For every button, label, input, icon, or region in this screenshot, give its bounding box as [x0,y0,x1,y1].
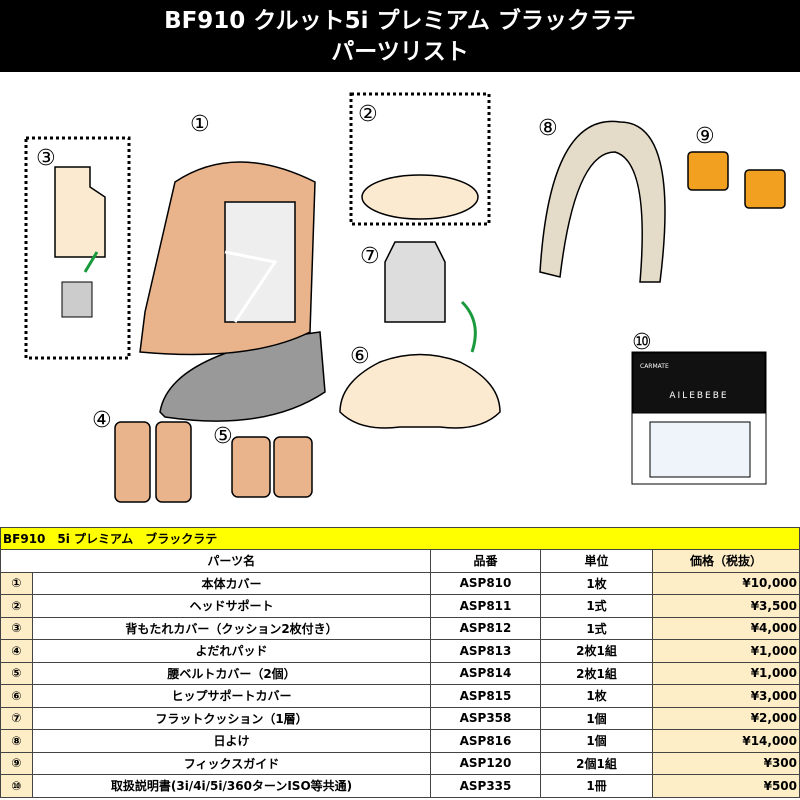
label-9: ⑨ [695,124,715,149]
instruction-manual: CARMATE AILEBEBE [631,351,767,485]
parts-diagram: CARMATE AILEBEBE [24,92,786,503]
label-3: ③ [36,146,56,171]
part-name: 取扱説明書(3i/4i/5i/360ターンISO等共通) [32,774,431,798]
head-support [349,92,491,226]
seat-body-cover [139,161,326,422]
label-5: ⑤ [213,424,233,449]
part-name: フラットクッション（1層） [32,706,431,730]
price: ¥3,500 [652,594,800,618]
part-name: 日よけ [32,729,431,753]
part-number: ASP120 [430,751,541,775]
part-name: よだれパッド [32,639,431,663]
row-number: ④ [0,639,33,663]
part-number: ASP816 [430,729,541,753]
part-number: ASP813 [430,639,541,663]
price: ¥300 [652,751,800,775]
hip-support-cover [339,353,501,429]
part-number: ASP811 [430,594,541,618]
manual-logo: CARMATE [640,363,669,370]
belt-covers [231,436,313,498]
unit: 1枚 [540,571,653,595]
unit: 1個 [540,706,653,730]
price: ¥3,000 [652,684,800,708]
flat-cushion [384,241,477,353]
part-number: ASP358 [430,706,541,730]
page-subtitle: パーツリスト [331,39,469,65]
page-header: BF910 クルット5i プレミアム ブラックラテ パーツリスト [0,0,800,72]
parts-illustration: CARMATE AILEBEBE ① ② ③ ④ ⑤ ⑥ ⑦ ⑧ ⑨ ⑩ [0,72,800,526]
unit: 2枚1組 [540,639,653,663]
fix-guides [687,151,786,209]
part-number: ASP335 [430,774,541,798]
part-name: 腰ベルトカバー（2個） [32,661,431,685]
row-number: ⑩ [0,774,33,798]
part-name: ヒップサポートカバー [32,684,431,708]
backrest-cover-group [24,136,131,360]
part-name: フィックスガイド [32,751,431,775]
row-number: ① [0,571,33,595]
unit: 1式 [540,616,653,640]
unit: 1枚 [540,684,653,708]
manual-brand: AILEBEBE [669,391,728,401]
part-name: 背もたれカバー（クッション2枚付き） [32,616,431,640]
part-number: ASP810 [430,571,541,595]
label-4: ④ [92,408,112,433]
page-title: BF910 クルット5i プレミアム ブラックラテ [164,8,636,34]
header-part-no: 品番 [430,549,541,573]
row-number: ⑧ [0,729,33,753]
row-number: ② [0,594,33,618]
row-number: ⑤ [0,661,33,685]
label-6: ⑥ [350,344,370,369]
label-10: ⑩ [632,330,652,355]
part-number: ASP812 [430,616,541,640]
parts-table: BF910 5i プレミアム ブラックラテ パーツ名 品番 単位 価格（税抜） … [0,527,800,798]
label-8: ⑧ [538,116,558,141]
price: ¥2,000 [652,706,800,730]
price: ¥4,000 [652,616,800,640]
price: ¥10,000 [652,571,800,595]
label-1: ① [190,112,210,137]
unit: 2個1組 [540,751,653,775]
table-title: BF910 5i プレミアム ブラックラテ [0,527,800,550]
price: ¥500 [652,774,800,798]
header-unit: 単位 [540,549,653,573]
unit: 1式 [540,594,653,618]
part-name: ヘッドサポート [32,594,431,618]
label-7: ⑦ [360,244,380,269]
unit: 2枚1組 [540,661,653,685]
header-price: 価格（税抜） [652,549,800,573]
part-name: 本体カバー [32,571,431,595]
sunshade [539,120,666,283]
row-number: ⑦ [0,706,33,730]
part-number: ASP815 [430,684,541,708]
header-name: パーツ名 [32,549,431,573]
drool-pads [114,421,192,503]
row-number: ③ [0,616,33,640]
row-number: ⑨ [0,751,33,775]
label-2: ② [358,102,378,127]
part-number: ASP814 [430,661,541,685]
row-number: ⑥ [0,684,33,708]
price: ¥1,000 [652,639,800,663]
price: ¥14,000 [652,729,800,753]
price: ¥1,000 [652,661,800,685]
unit: 1冊 [540,774,653,798]
unit: 1個 [540,729,653,753]
